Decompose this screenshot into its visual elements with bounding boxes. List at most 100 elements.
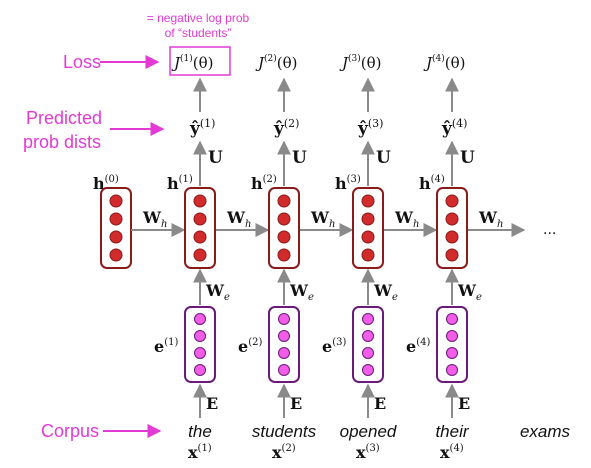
predicted-dist-1: ŷ(1) [189,117,215,139]
output-weight-label-1: U [208,148,223,168]
hidden-unit [193,212,207,226]
hidden-label-4: h(4) [419,174,445,193]
embedding-unit [278,313,290,325]
word-3: opened [340,422,397,441]
embed-matrix-label-3: E [374,394,386,413]
loss-term-3: J(3)(θ) [339,53,382,72]
input-weight-label-1: We [205,281,230,303]
hidden-unit [361,230,375,244]
hidden-unit [445,212,459,226]
annotation-line1: = negative log prob [147,11,250,25]
embedding-label-2: e(2) [238,337,262,356]
embedding-unit [278,347,290,359]
input-weight-label-4: We [457,281,482,303]
hidden-unit [193,194,207,208]
embedding-unit [362,347,374,359]
predicted-dist-3: ŷ(3) [357,117,383,139]
embedding-unit [446,330,458,342]
embedding-4 [436,306,468,383]
recurrent-weight-labels: Wh Wh Wh Wh Wh [142,208,503,230]
output-weight-label-3: U [376,148,391,168]
hidden-unit [277,194,291,208]
hidden-unit [361,212,375,226]
hidden-label-3: h(3) [335,174,361,193]
svg-text:Wh: Wh [226,208,251,230]
svg-text:Wh: Wh [394,208,419,230]
word-2: students [252,422,317,441]
predicted-dist-4: ŷ(4) [441,117,467,139]
output-weight-label-2: U [292,148,307,168]
corpus-label: Corpus [41,421,99,441]
hidden-label-1: h(1) [167,174,193,193]
svg-text:Wh: Wh [310,208,335,230]
hidden-unit [277,248,291,262]
embedding-unit [278,330,290,342]
hidden-state-4 [436,187,468,269]
embedding-unit [278,364,290,376]
svg-text:Wh: Wh [142,208,167,230]
hidden-unit [361,194,375,208]
hidden-state-1 [184,187,216,269]
hidden-unit [193,248,207,262]
word-1: the [188,422,212,441]
hidden-label-2: h(2) [251,174,277,193]
ellipsis: ... [543,222,556,238]
embedding-unit [446,364,458,376]
loss-term-2: J(2)(θ) [255,53,298,72]
loss-label: Loss [63,52,101,72]
hidden-unit [445,194,459,208]
highlighted-loss-box [169,46,231,76]
predicted-label-line2: prob dists [23,132,101,152]
hidden-state-0-units [109,194,123,262]
input-weight-label-2: We [289,281,314,303]
hidden-unit [361,248,375,262]
embedding-label-4: e(4) [406,337,430,356]
embedding-label-1: e(1) [154,337,178,356]
output-weight-label-4: U [460,148,475,168]
hidden-unit [445,230,459,244]
embedding-unit [446,313,458,325]
embedding-unit [194,330,206,342]
embedding-1 [184,306,216,383]
annotation-line2: of “students” [165,26,232,40]
hidden-state-0 [100,187,132,269]
loss-term-4: J(4)(θ) [423,53,466,72]
svg-text:Wh: Wh [478,208,503,230]
embedding-unit [362,313,374,325]
embedding-unit [194,313,206,325]
embedding-2 [268,306,300,383]
word-final: exams [520,422,571,441]
loss-term-1: J(1)(θ) [171,53,214,72]
input-vector-2: x(2) [272,443,296,462]
input-vector-4: x(4) [440,443,464,462]
hidden-unit [277,212,291,226]
embedding-unit [194,364,206,376]
hidden-unit [277,230,291,244]
word-4: their [435,422,469,441]
embedding-3 [352,306,384,383]
hidden-unit [193,230,207,244]
hidden-unit [445,248,459,262]
predicted-label-line1: Predicted [26,108,102,128]
embedding-label-3: e(3) [322,337,346,356]
input-vector-3: x(3) [356,443,380,462]
predicted-dist-2: ŷ(2) [273,117,299,139]
embed-matrix-label-4: E [458,394,470,413]
hidden-state-3 [352,187,384,269]
h0-label: h(0) [93,174,119,193]
input-weight-label-3: We [373,281,398,303]
input-vector-1: x(1) [188,443,212,462]
embedding-unit [446,347,458,359]
embed-matrix-label-2: E [290,394,302,413]
embedding-unit [362,364,374,376]
embed-matrix-label-1: E [206,394,218,413]
hidden-state-2 [268,187,300,269]
embedding-unit [194,347,206,359]
embedding-unit [362,330,374,342]
